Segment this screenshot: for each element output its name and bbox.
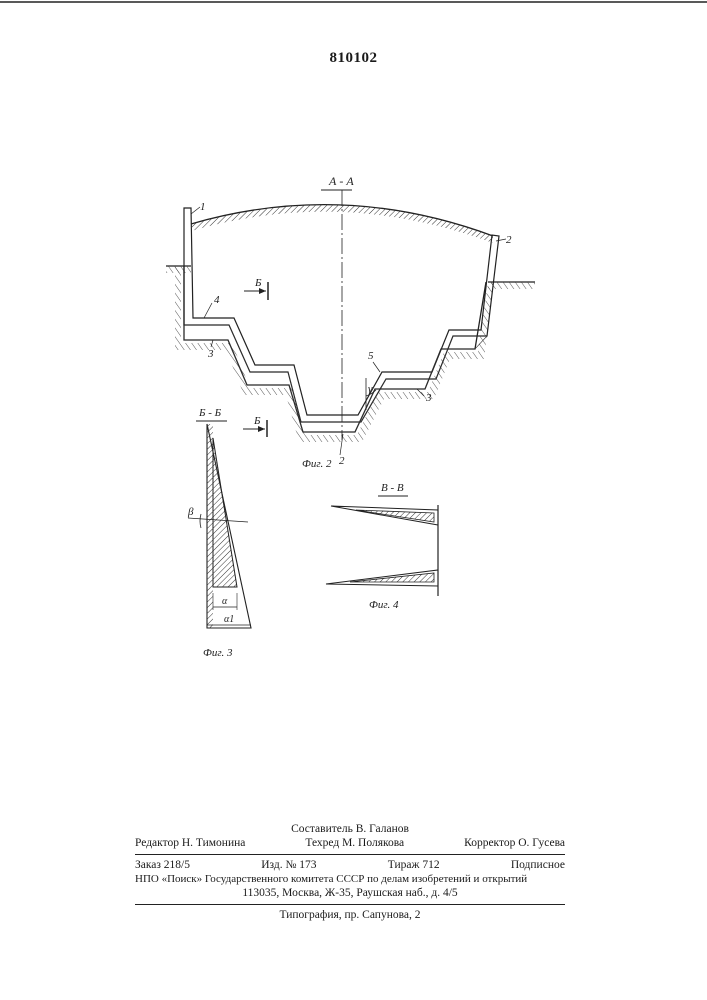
dim-alpha: α bbox=[222, 596, 228, 607]
imprint-corrector: Корректор О. Гусева bbox=[464, 836, 565, 850]
imprint-block: Составитель В. Галанов Редактор Н. Тимон… bbox=[135, 822, 565, 922]
svg-text:Б: Б bbox=[254, 277, 262, 289]
svg-text:4: 4 bbox=[214, 294, 220, 306]
svg-text:2: 2 bbox=[339, 455, 345, 467]
lining-panel bbox=[184, 208, 499, 422]
imprint-address: 113035, Москва, Ж-35, Раушская наб., д. … bbox=[135, 886, 565, 900]
dim-alpha1: α1 bbox=[224, 614, 234, 625]
figure-4: В - В Фиг. 4 bbox=[326, 482, 438, 611]
fig4-caption: Фиг. 4 bbox=[369, 599, 399, 611]
imprint-order-row: Заказ 218/5 Изд. № 173 Тираж 712 Подписн… bbox=[135, 858, 565, 872]
fig2-caption: Фиг. 2 bbox=[302, 458, 332, 470]
svg-text:5: 5 bbox=[368, 350, 374, 362]
imprint-divider bbox=[135, 854, 565, 855]
fig2-section-label: А - А bbox=[328, 174, 354, 188]
imprint-techred: Техред М. Полякова bbox=[305, 836, 404, 850]
imprint-order: Заказ 218/5 bbox=[135, 858, 190, 872]
imprint-org: НПО «Поиск» Государственного комитета СС… bbox=[135, 872, 565, 886]
imprint-printer: Типография, пр. Сапунова, 2 bbox=[135, 908, 565, 922]
fig3-section-label: Б - Б bbox=[198, 407, 222, 419]
svg-text:Б: Б bbox=[253, 415, 261, 427]
angle-gamma: γ bbox=[368, 383, 373, 395]
fig3-caption: Фиг. 3 bbox=[203, 647, 233, 659]
svg-text:3: 3 bbox=[425, 392, 432, 404]
imprint-staff-row: Редактор Н. Тимонина Техред М. Полякова … bbox=[135, 836, 565, 850]
imprint-circulation: Тираж 712 bbox=[388, 858, 440, 872]
angle-beta: β bbox=[187, 506, 194, 518]
imprint-compiler: Составитель В. Галанов bbox=[135, 822, 565, 836]
svg-text:1: 1 bbox=[200, 201, 206, 213]
fig4-section-label: В - В bbox=[381, 482, 404, 494]
imprint-subscription: Подписное bbox=[511, 858, 565, 872]
part-labels: 1 2 4 3 5 3 2 bbox=[191, 201, 512, 467]
section-marker-upper: Б bbox=[244, 277, 268, 300]
figure-2: А - А bbox=[166, 174, 535, 470]
svg-text:3: 3 bbox=[207, 348, 214, 360]
section-marker-lower: Б bbox=[243, 415, 267, 437]
imprint-editor: Редактор Н. Тимонина bbox=[135, 836, 245, 850]
imprint-edition: Изд. № 173 bbox=[261, 858, 316, 872]
svg-text:2: 2 bbox=[506, 234, 512, 246]
figure-3: Б - Б β α α1 Фиг. 3 bbox=[187, 407, 251, 659]
imprint-divider-2 bbox=[135, 904, 565, 905]
wedge-section bbox=[213, 438, 237, 587]
ground-line bbox=[166, 266, 535, 289]
